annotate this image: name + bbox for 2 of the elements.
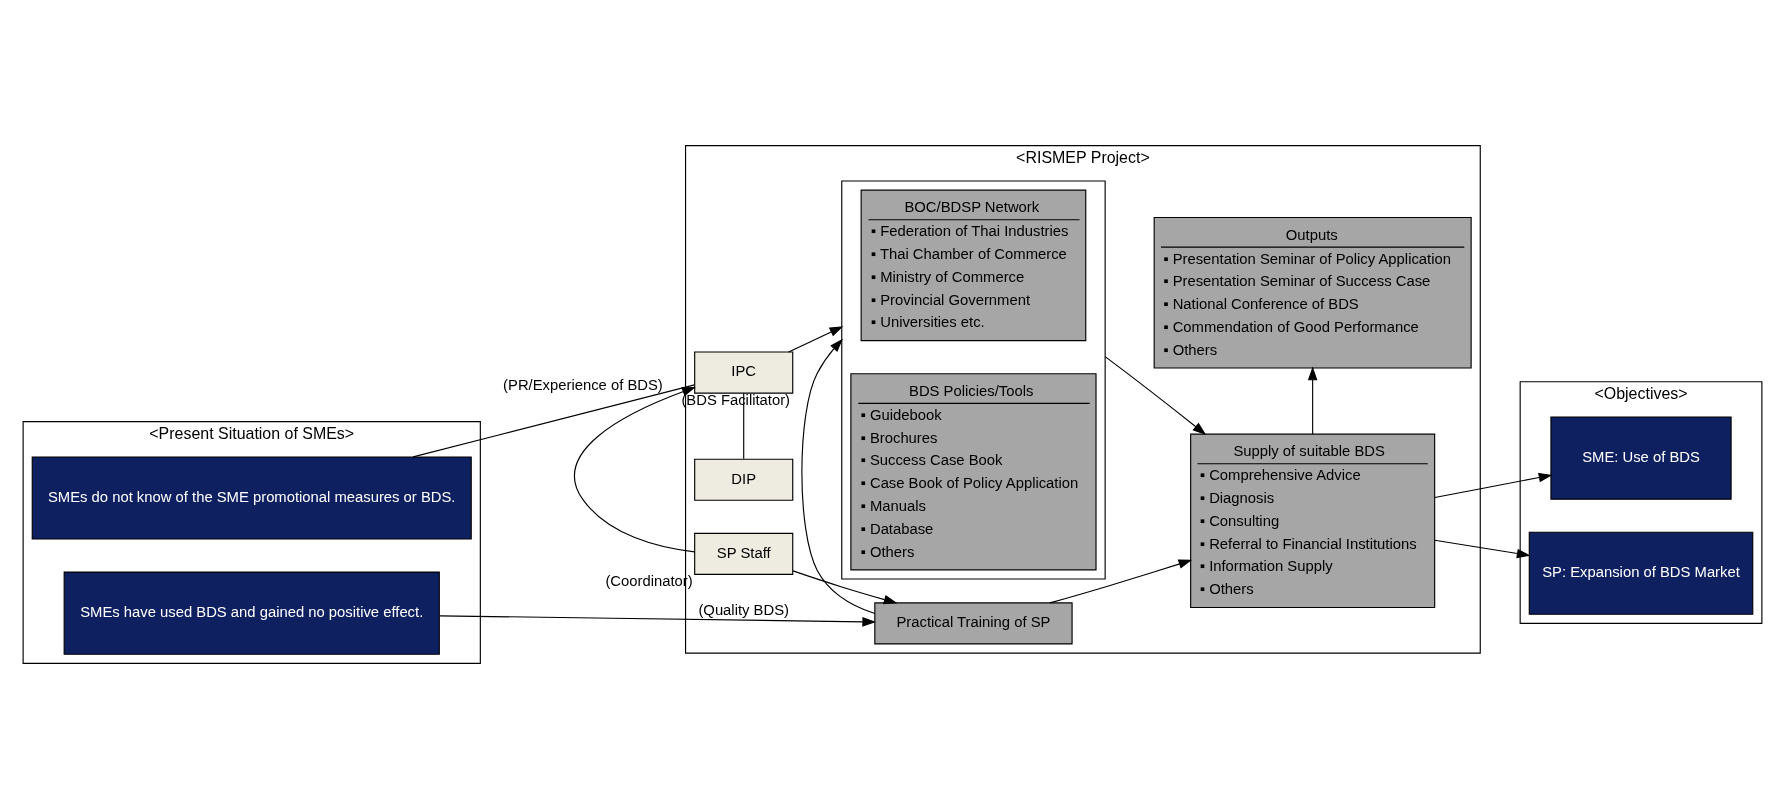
edge-label: (PR/Experience of BDS) (502, 376, 663, 393)
edge-label: (Quality BDS) (697, 601, 789, 618)
